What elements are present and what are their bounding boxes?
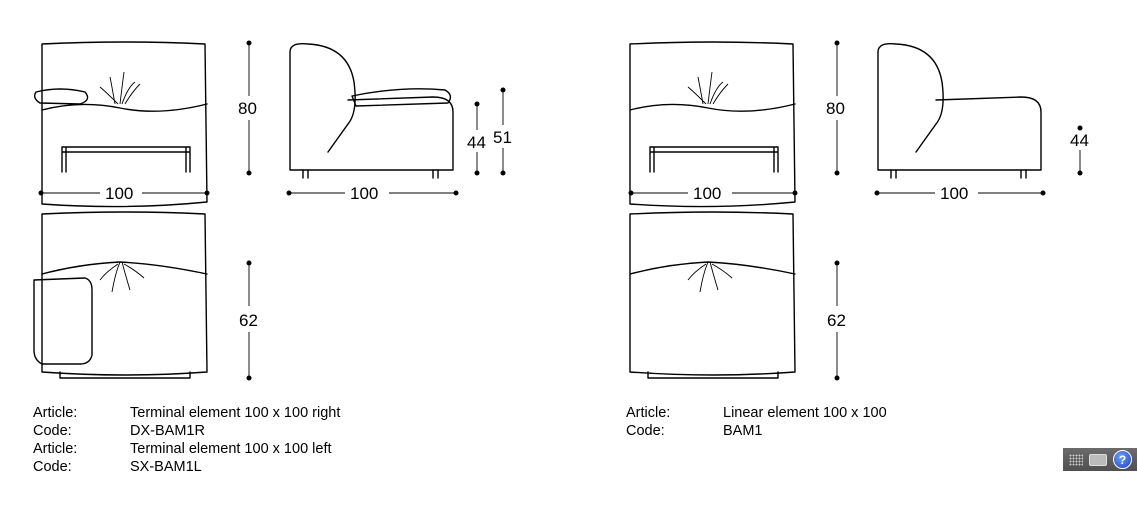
code-value: DX-BAM1R (130, 423, 205, 439)
side-view-linear (877, 42, 1042, 179)
viewer-toolbar: ? (1063, 448, 1137, 471)
top-view-terminal (41, 211, 208, 379)
dim-side-width: 100 (940, 184, 968, 203)
dim-front-height: 80 (826, 99, 845, 118)
dim-arm-height: 51 (493, 128, 512, 147)
article-label: Article: (626, 405, 671, 421)
side-view-terminal (289, 42, 454, 179)
dim-seat-height: 44 (467, 133, 486, 152)
code-label: Code: (33, 459, 72, 475)
article-value: Linear element 100 x 100 (723, 405, 887, 421)
help-icon[interactable]: ? (1113, 450, 1132, 469)
dim-side-width: 100 (350, 184, 378, 203)
grid-icon[interactable] (1069, 453, 1083, 466)
dim-front-width: 100 (105, 184, 133, 203)
article-label: Article: (33, 441, 78, 457)
front-view-terminal (41, 41, 208, 208)
dimension-lines-right (628, 40, 1083, 381)
dim-top-depth: 62 (239, 311, 258, 330)
front-view-linear (629, 41, 796, 208)
code-value: BAM1 (723, 423, 763, 439)
code-label: Code: (33, 423, 72, 439)
keyboard-icon[interactable] (1089, 453, 1107, 466)
code-label: Code: (626, 423, 665, 439)
article-value: Terminal element 100 x 100 right (130, 405, 341, 421)
dim-front-height: 80 (238, 99, 257, 118)
left-product-info: Article: Terminal element 100 x 100 right… (33, 404, 340, 476)
dimension-lines-left (38, 40, 506, 381)
top-armrest (33, 277, 93, 365)
right-product-info: Article: Linear element 100 x 100 Code: BA… (626, 404, 887, 440)
dim-seat-height: 44 (1070, 131, 1089, 150)
top-view-linear (629, 211, 796, 379)
dim-top-depth: 62 (827, 311, 846, 330)
article-label: Article: (33, 405, 78, 421)
armrest (33, 88, 89, 105)
article-value: Terminal element 100 x 100 left (130, 441, 332, 457)
side-armrest (351, 88, 452, 107)
dim-front-width: 100 (693, 184, 721, 203)
code-value: SX-BAM1L (130, 459, 202, 475)
